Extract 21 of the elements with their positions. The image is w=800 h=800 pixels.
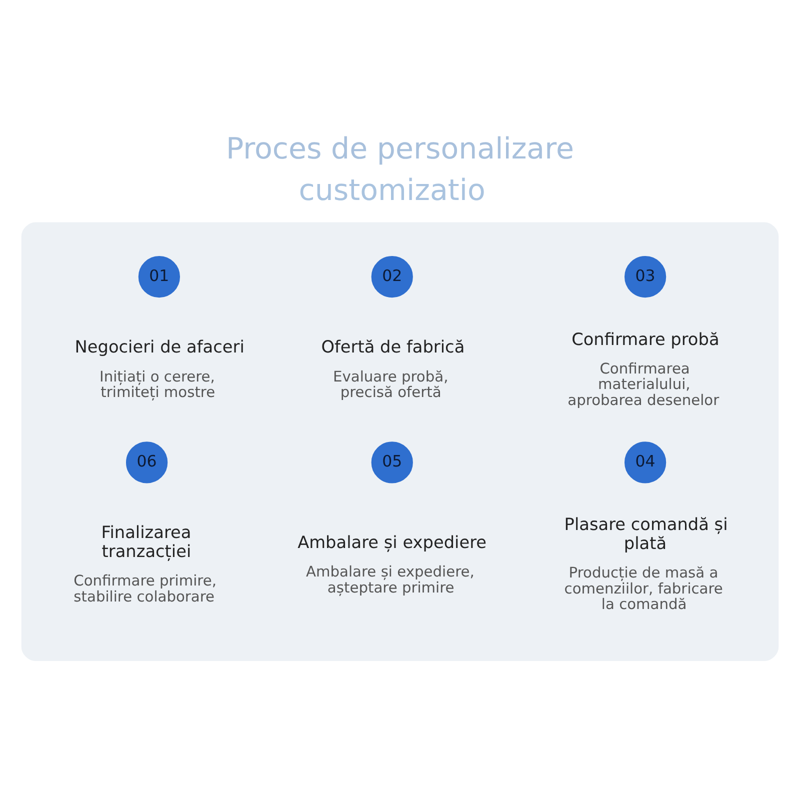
node-circle: 06 <box>126 442 168 484</box>
node-label: Plasare comandă și plată <box>564 514 728 554</box>
node-label: Evaluare probă, precisă ofertă <box>333 368 448 402</box>
node-circle: 02 <box>371 256 413 298</box>
node-circle: 05 <box>371 442 413 484</box>
node-label: Confirmare probă <box>572 328 720 349</box>
node-label: Inițiați o cerere, trimiteți mostre <box>100 368 216 402</box>
node-circle: 01 <box>138 256 180 298</box>
label: customizatio <box>298 173 486 208</box>
diagram-title: Proces de personalizare <box>226 131 574 166</box>
node-label: Producție de masă a comenziilor, fabricare la comandă <box>564 564 723 614</box>
node-circle: 03 <box>624 256 666 298</box>
node-label: Ambalare și expediere, așteptare primire <box>306 564 474 596</box>
node-label: Negocieri de afaceri <box>74 336 244 357</box>
node-label: Ofertă de fabrică <box>321 336 465 357</box>
node-label: Finalizarea tranzacției <box>101 522 192 561</box>
cluster <box>21 222 779 662</box>
node-label: Ambalare și expediere <box>298 532 487 552</box>
node-label: Confirmarea materialului, aprobarea desenelor <box>568 360 720 409</box>
node-label: Confirmare primire, stabilire colaborare <box>74 572 216 606</box>
node-circle: 04 <box>624 442 666 484</box>
